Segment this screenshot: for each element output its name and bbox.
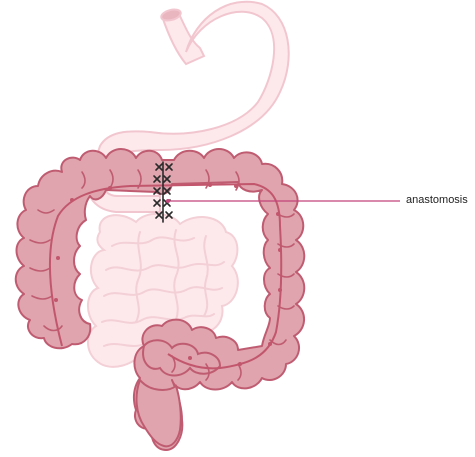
anastomosis-label: anastomosis: [406, 193, 468, 207]
rectum: [137, 380, 181, 446]
